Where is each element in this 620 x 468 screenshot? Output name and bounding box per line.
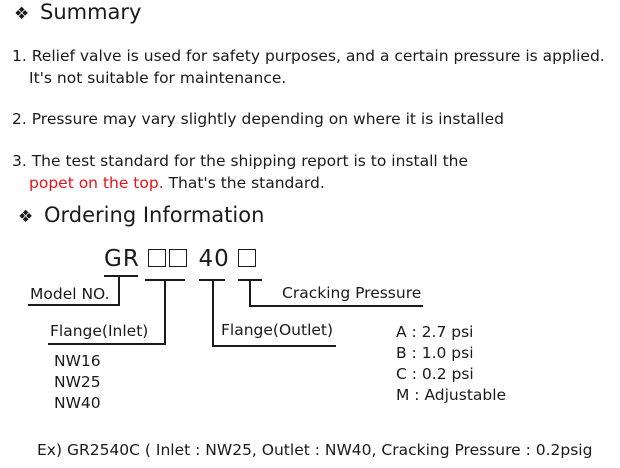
outlet-connector	[212, 279, 214, 346]
pressure-underline	[249, 305, 423, 307]
outlet-underline	[212, 345, 336, 347]
pressure-option: M : Adjustable	[396, 386, 507, 404]
code-prefix: GR	[104, 246, 140, 272]
summary-item-3-line-1: 3. The test standard for the shipping re…	[12, 152, 469, 170]
diamond-bullet-icon: ❖	[14, 4, 30, 24]
summary-item-1-line-2: It's not suitable for maintenance.	[29, 69, 287, 87]
inlet-option: NW40	[54, 394, 101, 412]
outlet-placeholder-box	[169, 249, 188, 267]
code-number: 40	[198, 246, 230, 272]
model-label: Model NO.	[30, 285, 110, 303]
ordering-title: Ordering Information	[44, 203, 265, 227]
pressure-option: C : 0.2 psi	[396, 365, 474, 383]
pressure-connector	[249, 279, 251, 306]
model-underline	[28, 304, 120, 306]
inlet-option: NW25	[54, 373, 101, 391]
pressure-option: A : 2.7 psi	[396, 323, 474, 341]
ordering-heading: ❖ Ordering Information	[18, 203, 264, 227]
prefix-underline	[104, 275, 138, 277]
model-code: GR 40	[104, 246, 259, 272]
pressure-placeholder-box	[238, 249, 257, 267]
diamond-bullet-icon: ❖	[18, 207, 34, 227]
flange-inlet-label: Flange(Inlet)	[50, 322, 149, 340]
ordering-example: Ex) GR2540C ( Inlet : NW25, Outlet : NW4…	[37, 441, 593, 459]
summary-item-1-line-1: 1. Relief valve is used for safety purpo…	[12, 47, 605, 65]
summary-item-2: 2. Pressure may vary slightly depending …	[12, 110, 504, 128]
inlet-option: NW16	[54, 352, 101, 370]
pressure-option: B : 1.0 psi	[396, 344, 474, 362]
cracking-pressure-label: Cracking Pressure	[282, 284, 422, 302]
inlet-underline	[48, 343, 166, 345]
highlight-text: popet on the top.	[29, 174, 164, 192]
summary-item-3-line-2: popet on the top. That's the standard.	[29, 171, 325, 195]
inlet-connector	[164, 279, 166, 343]
model-connector	[118, 275, 120, 304]
inlet-placeholder-box	[148, 249, 167, 267]
flange-outlet-label: Flange(Outlet)	[221, 321, 334, 339]
summary-heading: ❖ Summary	[14, 0, 141, 24]
summary-item-3-tail: That's the standard.	[163, 174, 325, 192]
summary-title: Summary	[40, 0, 142, 24]
